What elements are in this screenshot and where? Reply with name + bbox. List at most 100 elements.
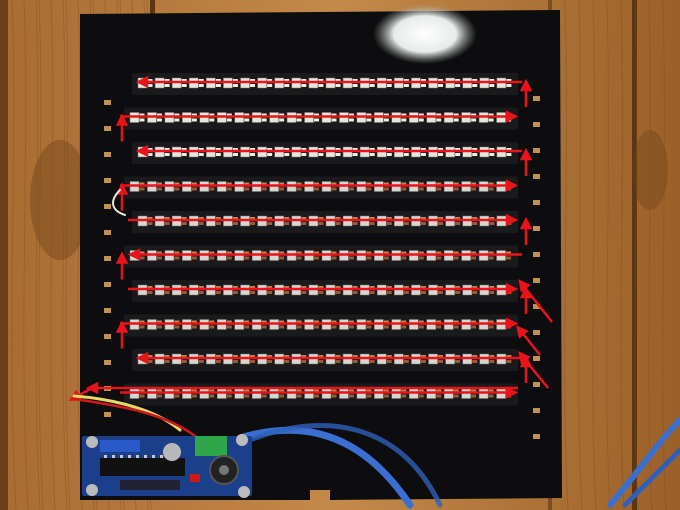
led-pad (191, 320, 197, 324)
blue-braided-cable-3 (607, 417, 680, 508)
led-pad (164, 153, 170, 156)
led-pad (471, 320, 477, 324)
led-pad (250, 222, 256, 225)
led-pad (335, 79, 341, 82)
led-pad (472, 360, 478, 363)
led-pad (250, 360, 256, 363)
led-pad (418, 187, 424, 191)
led-pad (267, 286, 273, 289)
green-terminal-block (195, 436, 227, 456)
led-pad (401, 394, 407, 398)
mount-hole-icon (533, 278, 540, 283)
wood-grain-line (35, 0, 41, 510)
light-reflection (373, 4, 477, 64)
led-pad (471, 256, 477, 260)
led-pad (506, 84, 512, 87)
led-pad (438, 355, 444, 358)
standoff (236, 434, 248, 446)
led-strip (132, 211, 518, 233)
led-pad (418, 325, 424, 329)
capacitor (163, 443, 181, 461)
wood-grain-line (606, 0, 611, 510)
controller-pcb (82, 434, 252, 498)
led-pad (455, 79, 461, 82)
led-pad (366, 320, 372, 324)
blue-braided-cable-2 (247, 423, 443, 508)
led-pad (139, 187, 145, 191)
led-pad (284, 355, 290, 358)
led-pad (366, 113, 372, 117)
led-pad (472, 286, 478, 289)
led-pad (489, 84, 495, 87)
wood-grain-line (578, 0, 583, 510)
led-pad (436, 320, 442, 324)
led-pad (489, 222, 495, 225)
led-pad (267, 222, 273, 225)
led-pad (420, 79, 426, 82)
led-pad (436, 182, 442, 186)
led-pad (209, 251, 215, 255)
led-pad (489, 79, 495, 82)
led-pad (366, 182, 372, 186)
mount-hole-icon (104, 126, 111, 131)
led-pad (209, 389, 215, 393)
led-pad (472, 148, 478, 151)
led-pad (489, 153, 495, 156)
led-pad (174, 113, 180, 117)
red-direction-arrow-icon (518, 351, 549, 389)
led-pad (215, 153, 221, 156)
led-pad (386, 355, 392, 358)
led-pad (156, 256, 162, 260)
led-pad (244, 251, 250, 255)
led-pad (383, 389, 389, 393)
led-pad (156, 118, 162, 122)
mount-hole-icon (104, 282, 111, 287)
led-pad (164, 84, 170, 87)
led-pad (250, 355, 256, 358)
led-pad (420, 222, 426, 225)
led-pad (331, 325, 337, 329)
led-pad (156, 113, 162, 117)
led-pad (418, 113, 424, 117)
mount-hole-icon (533, 148, 540, 153)
wood-grain-line (77, 0, 83, 510)
led-pad (232, 222, 238, 225)
mount-hole-icon (533, 330, 540, 335)
led-pad (383, 118, 389, 122)
led-pad (489, 217, 495, 220)
led-pad (164, 148, 170, 151)
led-pad (488, 256, 494, 260)
led-pad (403, 286, 409, 289)
led-pad (209, 394, 215, 398)
led-pad (403, 148, 409, 151)
led-pad (191, 113, 197, 117)
led-pad (453, 389, 459, 393)
led-pad (403, 355, 409, 358)
led-pad (418, 394, 424, 398)
led-pad (506, 251, 512, 255)
led-pad (261, 320, 267, 324)
led-pad (331, 394, 337, 398)
led-pad (352, 148, 358, 151)
led-pad (301, 222, 307, 225)
led-pad (453, 320, 459, 324)
led-pad (488, 118, 494, 122)
led-pad (232, 148, 238, 151)
led-pad (301, 286, 307, 289)
led-pad (226, 251, 232, 255)
led-strip (124, 107, 518, 130)
led-pad (401, 251, 407, 255)
led-pad (215, 79, 221, 82)
led-pad (164, 79, 170, 82)
led-pad (472, 355, 478, 358)
mount-hole-icon (104, 308, 111, 313)
led-pad (250, 153, 256, 156)
led-pad (438, 153, 444, 156)
led-pad (369, 79, 375, 82)
led-pad (489, 360, 495, 363)
led-pad (139, 394, 145, 398)
led-pad (438, 84, 444, 87)
led-pad (436, 394, 442, 398)
led-pad (455, 355, 461, 358)
led-pad (506, 360, 512, 363)
